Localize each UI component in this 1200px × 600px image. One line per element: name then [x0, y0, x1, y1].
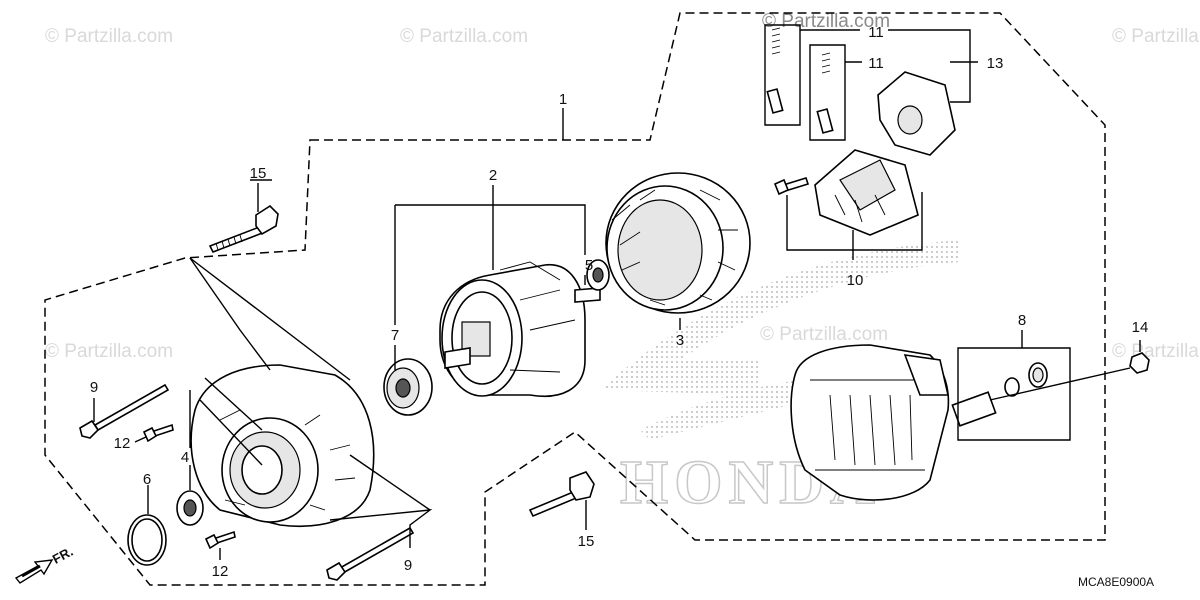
- callout-2: 2: [489, 167, 497, 184]
- part-11-brush-a: [766, 27, 784, 114]
- part-5-bearing: [586, 259, 610, 291]
- callout-13: 13: [987, 55, 1004, 72]
- callout-14: 14: [1132, 319, 1149, 336]
- callout-11-upper: 11: [868, 24, 884, 41]
- watermarks: © Partzilla.com © Partzilla.com © Partzi…: [45, 11, 1200, 362]
- part-4-bearing: [176, 490, 204, 526]
- watermark: © Partzilla.com: [400, 26, 528, 47]
- watermark: © Partzilla.com: [762, 11, 890, 32]
- part-13-brush-holder: [877, 71, 956, 156]
- front-direction-arrow: FR.: [14, 544, 76, 584]
- watermark: © Partzilla.com: [1112, 341, 1200, 362]
- callout-5: 5: [585, 257, 593, 274]
- front-housing: [190, 364, 375, 528]
- callout-12-lower: 12: [212, 563, 229, 580]
- part-8-terminal-set: [951, 362, 1048, 427]
- callout-7: 7: [391, 327, 399, 344]
- watermark: © Partzilla.com: [45, 26, 173, 47]
- part-12-screw-upper: [142, 423, 174, 443]
- callout-8: 8: [1018, 312, 1026, 329]
- part-9-bolt-lower: [326, 526, 415, 581]
- leader-lines: [93, 24, 1141, 560]
- part-12-screw-lower: [204, 530, 236, 550]
- callout-11-lower: 11: [868, 55, 884, 72]
- callouts: 1 2 3 4 5 6 7 8 9 9 10 11 11 12 12 13 14…: [90, 24, 1149, 580]
- callout-3: 3: [676, 332, 684, 349]
- part-11-brush-b: [816, 52, 834, 134]
- part-7-bearing: [383, 358, 433, 416]
- callout-4: 4: [181, 449, 189, 466]
- callout-6: 6: [143, 471, 151, 488]
- watermark: © Partzilla.com: [760, 324, 888, 345]
- part-15-bolt-top: [208, 204, 279, 254]
- callout-9-lower: 9: [404, 557, 412, 574]
- callout-15-upper: 15: [250, 165, 267, 182]
- part-10-regulator: [773, 149, 919, 236]
- part-2-rotor: [439, 261, 601, 397]
- part-3-stator: [605, 172, 751, 314]
- part-9-bolt-upper: [79, 383, 170, 439]
- assembly-outline: [44, 12, 1106, 586]
- watermark: © Partzilla.com: [45, 341, 173, 362]
- watermark: © Partzilla.com: [1112, 26, 1200, 47]
- diagram-code: MCA8E0900A: [1078, 575, 1154, 589]
- part-15-bolt-lower: [528, 471, 595, 518]
- part-6-o-ring: [127, 514, 167, 566]
- callout-15-lower: 15: [578, 533, 595, 550]
- rear-housing: [790, 344, 950, 501]
- callout-10: 10: [847, 272, 864, 289]
- fr-label: FR.: [50, 544, 76, 567]
- callout-1: 1: [559, 91, 567, 108]
- callout-12-upper: 12: [114, 435, 131, 452]
- part-14-nut: [1129, 352, 1150, 374]
- callout-9-upper: 9: [90, 379, 98, 396]
